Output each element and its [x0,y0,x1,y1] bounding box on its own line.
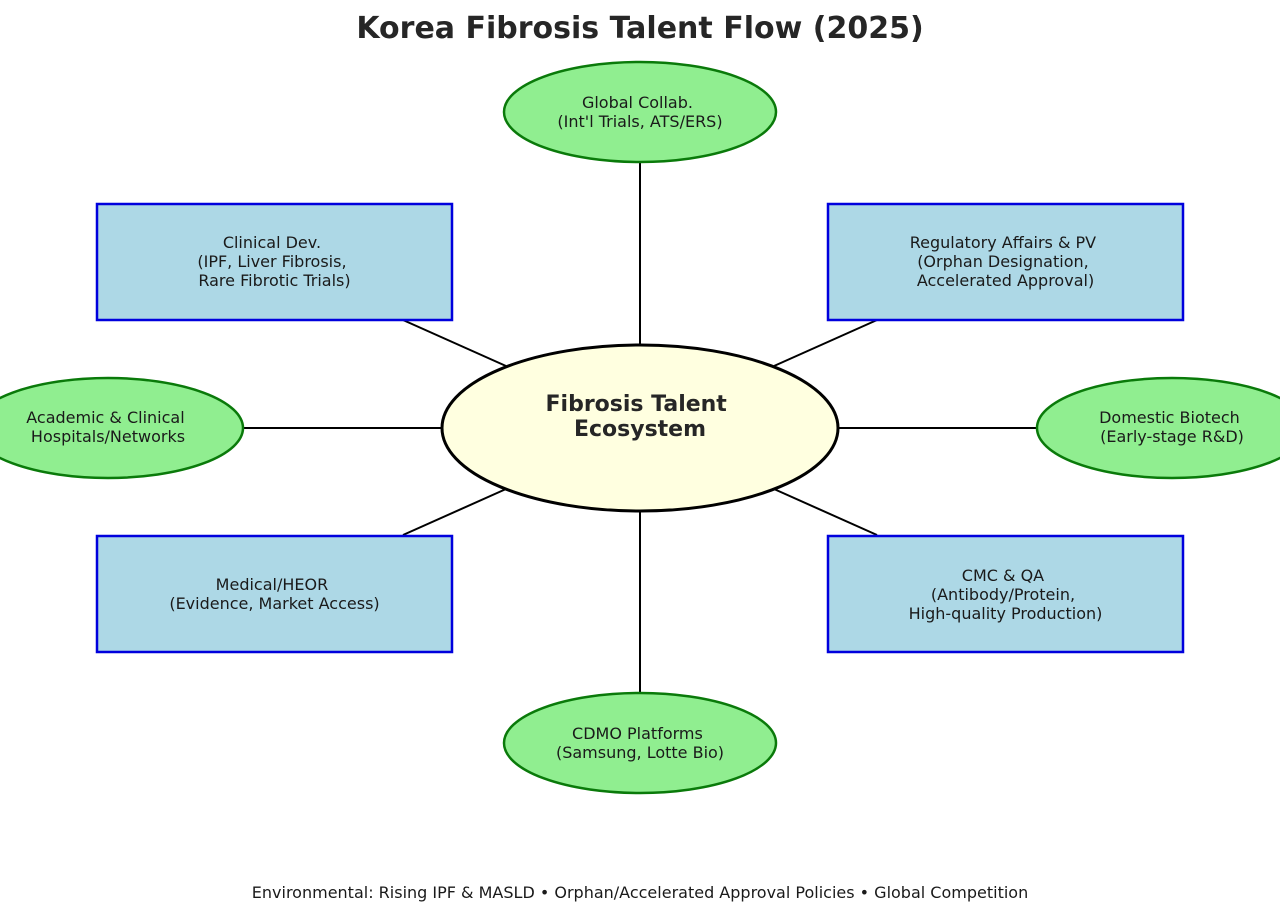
node-center-ecosystem: Fibrosis Talent Ecosystem [440,343,840,513]
node-medical-heor: Medical/HEOR (Evidence, Market Access) [95,534,454,654]
diagram-title: Korea Fibrosis Talent Flow (2025) [356,11,923,46]
regulatory-box [826,202,1185,322]
node-academic-clinical: Academic & Clinical Hospitals/Networks [0,376,245,480]
cdmo-ellipse [502,691,778,795]
domestic-biotech-ellipse [1035,376,1280,480]
global-collab-line-2: (Int'l Trials, ATS/ERS) [557,112,722,131]
medical-heor-line-1: Medical/HEOR [216,575,329,594]
academic-line-2: Hospitals/Networks [31,427,185,446]
node-global-collab: Global Collab. (Int'l Trials, ATS/ERS) [502,60,778,164]
academic-ellipse [0,376,245,480]
center-line-2: Ecosystem [574,417,706,442]
connector-edges [243,162,1037,693]
clinical-dev-line-1: Clinical Dev. [223,233,321,252]
svg-text:Academic & Clinical Hosp: Academic & Clinical Hospitals/Networks [26,408,190,446]
global-collab-line-1: Global Collab. [582,93,693,112]
center-ellipse [440,343,840,513]
cmc-qa-line-2: (Antibody/Protein, [931,585,1075,604]
clinical-dev-line-2: (IPF, Liver Fibrosis, [197,252,346,271]
node-clinical-dev: Clinical Dev. (IPF, Liver Fibrosis, Rare… [95,202,454,322]
academic-line-1: Academic & Clinical [26,408,184,427]
edge-medical-heor [402,488,507,536]
svg-text:Global Collab. (Int'l Tr: Global Collab. (Int'l Trials, ATS/ERS) [557,93,722,131]
svg-text:Clinical Dev. (IPF, Live: Clinical Dev. (IPF, Liver Fibrosis, Rare… [197,233,351,290]
cmc-qa-box [826,534,1185,654]
cdmo-line-1: CDMO Platforms [572,724,703,743]
svg-text:Fibrosis Talent Ecosyste: Fibrosis Talent Ecosystem [546,392,735,442]
medical-heor-line-2: (Evidence, Market Access) [169,594,379,613]
svg-text:CDMO Platforms (Samsung,: CDMO Platforms (Samsung, Lotte Bio) [556,724,724,762]
domestic-biotech-line-1: Domestic Biotech [1099,408,1240,427]
medical-heor-box [95,534,454,654]
clinical-dev-line-3: Rare Fibrotic Trials) [198,271,350,290]
node-regulatory-affairs: Regulatory Affairs & PV (Orphan Designat… [826,202,1185,322]
node-domestic-biotech: Domestic Biotech (Early-stage R&D) [1035,376,1280,480]
domestic-biotech-line-2: (Early-stage R&D) [1100,427,1244,446]
regulatory-line-3: Accelerated Approval) [917,271,1094,290]
clinical-dev-box [95,202,454,322]
center-line-1: Fibrosis Talent [546,392,728,417]
cmc-qa-line-1: CMC & QA [962,566,1044,585]
cdmo-line-2: (Samsung, Lotte Bio) [556,743,724,762]
regulatory-line-1: Regulatory Affairs & PV [910,233,1096,252]
svg-text:Medical/HEOR (Evidence,: Medical/HEOR (Evidence, Market Access) [169,575,379,613]
environmental-footer: Environmental: Rising IPF & MASLD • Orph… [252,883,1028,902]
svg-text:CMC & QA (Antibody/Prote: CMC & QA (Antibody/Protein, High-quality… [909,566,1103,623]
global-collab-ellipse [502,60,778,164]
node-cmc-qa: CMC & QA (Antibody/Protein, High-quality… [826,534,1185,654]
node-cdmo-platforms: CDMO Platforms (Samsung, Lotte Bio) [502,691,778,795]
svg-text:Domestic Biotech (Early-: Domestic Biotech (Early-stage R&D) [1099,408,1245,446]
cmc-qa-line-3: High-quality Production) [909,604,1103,623]
svg-text:Regulatory Affairs & PV: Regulatory Affairs & PV (Orphan Designat… [910,233,1101,290]
edge-regulatory [773,319,878,367]
regulatory-line-2: (Orphan Designation, [917,252,1089,271]
edge-cmc-qa [773,488,878,536]
edge-clinical-dev [402,319,507,367]
